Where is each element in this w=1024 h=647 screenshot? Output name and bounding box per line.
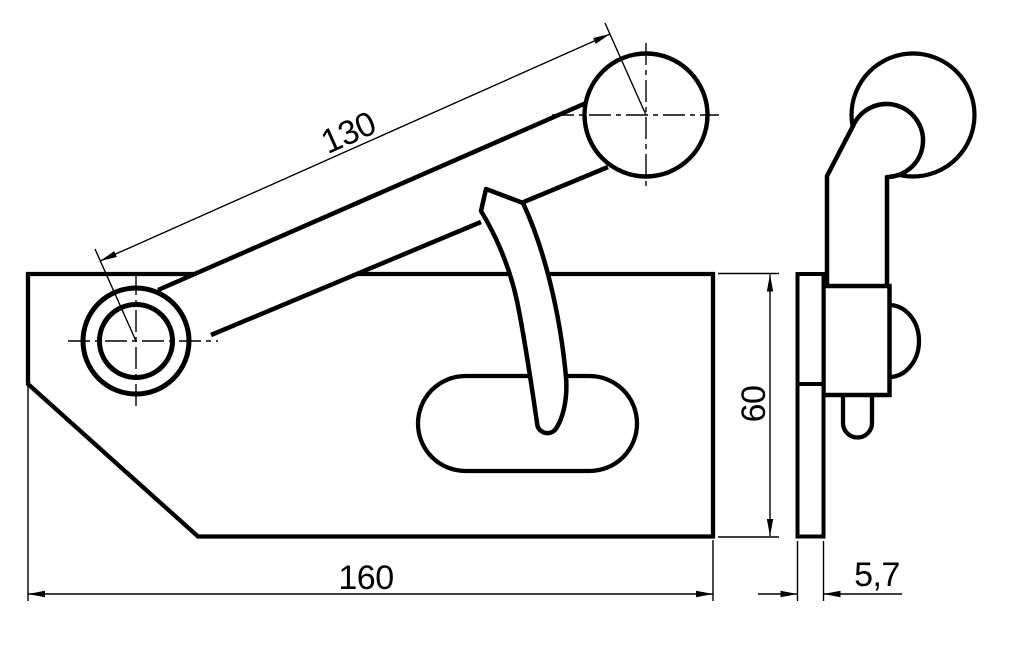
- side-plate-edge: [795, 272, 826, 539]
- dim-plate-length: [27, 384, 714, 601]
- dim-label-130: 130: [316, 104, 382, 161]
- side-bushing-bulge: [888, 302, 922, 380]
- dim-130-extension-line-knob: [604, 22, 647, 116]
- side-view: [795, 51, 977, 539]
- dim-130-line: [99, 33, 611, 262]
- side-lever-arm-fill: [827, 104, 923, 289]
- dim-label-160: 160: [338, 559, 393, 597]
- side-hinge-block: [821, 283, 892, 398]
- dim-label-60: 60: [735, 386, 773, 423]
- side-strap-tab: [840, 393, 875, 440]
- dim-130-extension-line-pivot: [94, 248, 137, 342]
- side-lever-arm-outline: [824, 101, 926, 288]
- dim-label-57: 5,7: [854, 556, 900, 594]
- dimension-annotations: [27, 22, 902, 601]
- dim-plate-height: [718, 272, 779, 538]
- dim-lever-length: [94, 22, 647, 342]
- front-view: [25, 43, 719, 539]
- dim-plate-thickness: [758, 541, 902, 601]
- obround-slot: [415, 373, 640, 474]
